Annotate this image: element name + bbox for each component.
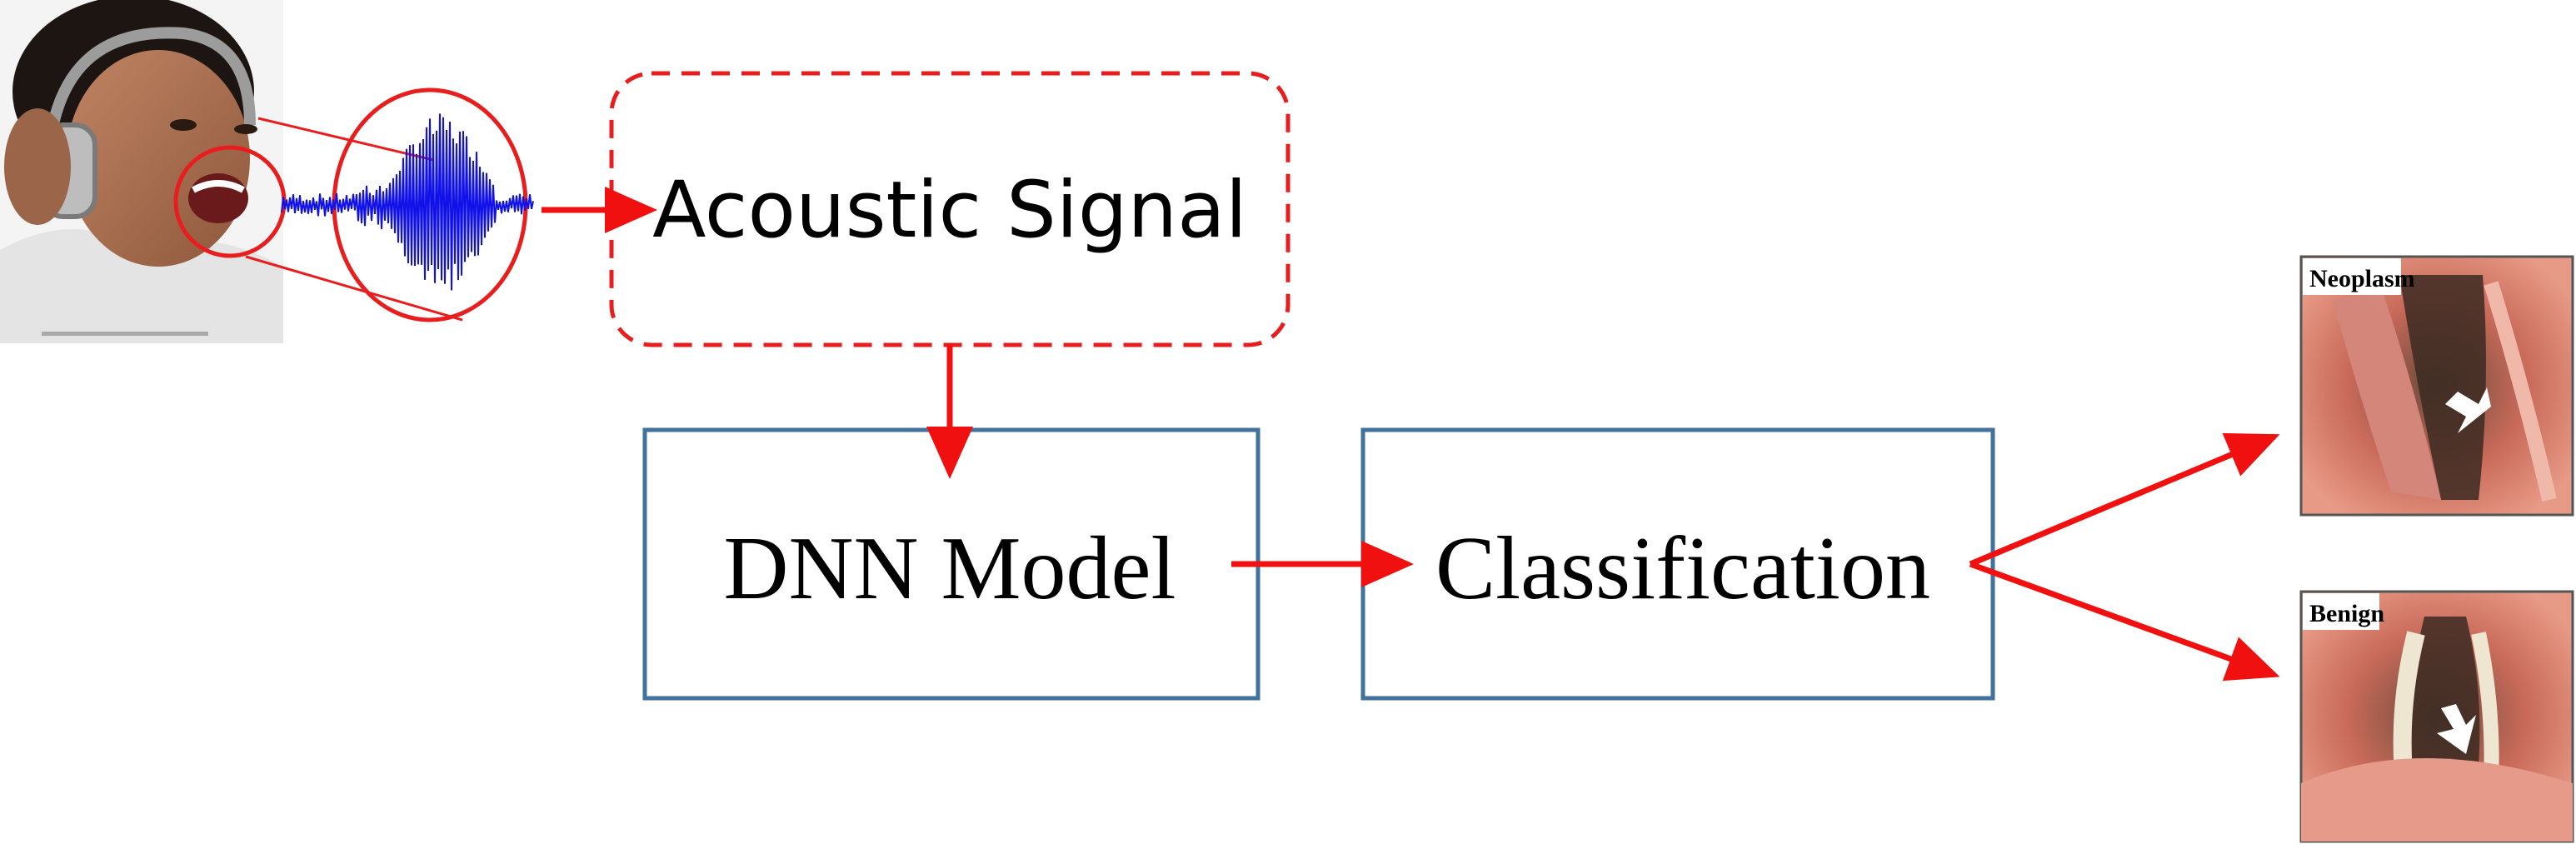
classification-label: Classification <box>1435 519 1930 618</box>
neoplasm-label: Neoplasm <box>2309 265 2415 292</box>
audio-waveform <box>281 113 534 291</box>
singer-photo <box>0 0 283 343</box>
arrow-classification-to-benign <box>1969 561 2280 682</box>
arrow-classification-to-neoplasm <box>1969 432 2280 567</box>
dnn-model-label: DNN Model <box>724 519 1176 618</box>
neoplasm-image: Neoplasm <box>2299 255 2574 517</box>
waveform-trace <box>281 113 534 291</box>
acoustic-signal-label: Acoustic Signal <box>652 165 1247 256</box>
benign-label: Benign <box>2309 600 2384 627</box>
arrow-indicator-icon <box>2437 704 2476 754</box>
classification-node: Classification <box>1360 427 1995 701</box>
arrow-indicator-icon <box>2445 387 2491 433</box>
benign-image: Benign <box>2299 590 2574 843</box>
acoustic-signal-node: Acoustic Signal <box>609 71 1290 347</box>
